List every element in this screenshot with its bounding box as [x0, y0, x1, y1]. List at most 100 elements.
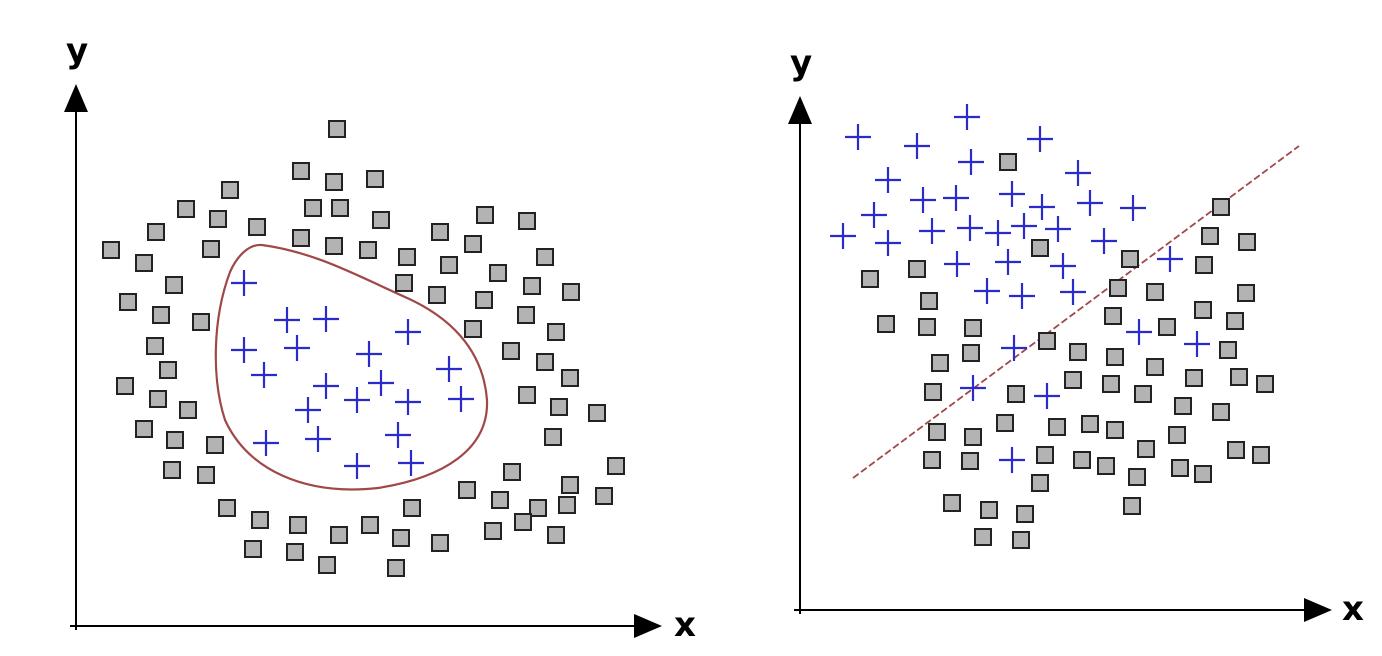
left-square-marker — [331, 199, 349, 217]
left-plus-marker — [448, 386, 474, 412]
left-square-marker — [536, 248, 554, 266]
left-square-marker — [197, 466, 215, 484]
left-square-marker — [116, 377, 134, 395]
left-square-marker — [464, 320, 482, 338]
right-square-marker — [1081, 415, 1099, 433]
right-plus-marker — [1157, 246, 1183, 272]
left-square-marker — [458, 481, 476, 499]
left-markers — [102, 120, 625, 577]
right-plus-marker — [861, 202, 887, 228]
right-square-marker — [996, 414, 1014, 432]
left-square-marker — [518, 212, 536, 230]
right-square-marker — [974, 528, 992, 546]
left-plus-marker — [231, 337, 257, 363]
right-square-marker — [918, 318, 936, 336]
left-plus-marker — [295, 397, 321, 423]
right-plus-marker — [957, 215, 983, 241]
left-x-axis-label: x — [674, 605, 696, 645]
right-square-marker — [1106, 421, 1124, 439]
right-square-marker — [1134, 385, 1152, 403]
right-square-marker — [1174, 397, 1192, 415]
left-plus-marker — [385, 422, 411, 448]
right-square-marker — [1048, 418, 1066, 436]
right-plus-marker — [1034, 383, 1060, 409]
left-square-marker — [475, 291, 493, 309]
left-square-marker — [289, 516, 307, 534]
right-square-marker — [1137, 440, 1155, 458]
left-square-marker — [491, 491, 509, 509]
right-plus-marker — [1027, 126, 1053, 152]
right-square-marker — [1168, 426, 1186, 444]
right-square-marker — [1256, 375, 1274, 393]
left-square-marker — [595, 487, 613, 505]
right-square-marker — [1123, 497, 1141, 515]
left-square-marker — [163, 461, 181, 479]
right-plus-marker — [875, 167, 901, 193]
left-axes: y x — [64, 31, 696, 645]
right-plus-marker — [958, 149, 984, 175]
left-square-marker — [372, 211, 390, 229]
left-plus-marker — [305, 426, 331, 452]
right-square-marker — [964, 428, 982, 446]
left-square-marker — [547, 323, 565, 341]
right-square-marker — [1031, 474, 1049, 492]
left-square-marker — [251, 511, 269, 529]
left-square-marker — [607, 457, 625, 475]
right-square-marker — [1237, 284, 1255, 302]
right-square-marker — [1194, 301, 1212, 319]
right-plus-marker — [999, 181, 1025, 207]
left-plus-marker — [395, 319, 421, 345]
left-y-axis-arrow — [64, 84, 88, 112]
left-plus-marker — [313, 373, 339, 399]
right-plus-marker — [1091, 228, 1117, 254]
left-square-marker — [558, 496, 576, 514]
right-plus-marker — [845, 124, 871, 150]
left-square-marker — [244, 540, 262, 558]
left-square-marker — [395, 274, 413, 292]
right-square-marker — [1227, 441, 1245, 459]
left-square-marker — [152, 306, 170, 324]
left-square-marker — [514, 513, 532, 531]
left-square-marker — [529, 499, 547, 517]
left-square-marker — [149, 390, 167, 408]
right-square-marker — [1230, 368, 1248, 386]
right-y-axis-label: y — [790, 43, 812, 83]
right-square-marker — [962, 344, 980, 362]
left-plus-marker — [368, 370, 394, 396]
right-square-marker — [1146, 283, 1164, 301]
right-square-marker — [1195, 256, 1213, 274]
right-plus-marker — [919, 218, 945, 244]
left-square-marker — [431, 223, 449, 241]
left-plus-marker — [436, 356, 462, 382]
left-square-marker — [359, 241, 377, 259]
right-plus-marker — [1045, 216, 1071, 242]
right-square-marker — [1036, 446, 1054, 464]
left-class-boundary-curve — [214, 243, 489, 491]
left-square-marker — [523, 277, 541, 295]
right-plus-marker — [960, 375, 986, 401]
right-square-marker — [1106, 348, 1124, 366]
right-plus-marker — [910, 187, 936, 213]
right-plus-marker — [1029, 194, 1055, 220]
right-square-marker — [920, 292, 938, 310]
right-square-marker — [908, 260, 926, 278]
right-plus-marker — [904, 133, 930, 159]
left-square-marker — [428, 286, 446, 304]
right-square-marker — [877, 315, 895, 333]
left-plus-marker — [356, 341, 382, 367]
right-square-marker — [1031, 239, 1049, 257]
left-square-marker — [562, 283, 580, 301]
left-square-marker — [561, 369, 579, 387]
left-square-marker — [464, 235, 482, 253]
left-square-marker — [361, 516, 379, 534]
left-y-axis-label: y — [66, 31, 88, 71]
right-square-marker — [1128, 468, 1146, 486]
right-plus-marker — [985, 220, 1011, 246]
left-plus-marker — [395, 389, 421, 415]
right-scatter-panel: y x — [788, 43, 1364, 629]
left-square-marker — [547, 526, 565, 544]
left-square-marker — [325, 173, 343, 191]
right-square-marker — [1016, 505, 1034, 523]
right-plus-marker — [995, 249, 1021, 275]
